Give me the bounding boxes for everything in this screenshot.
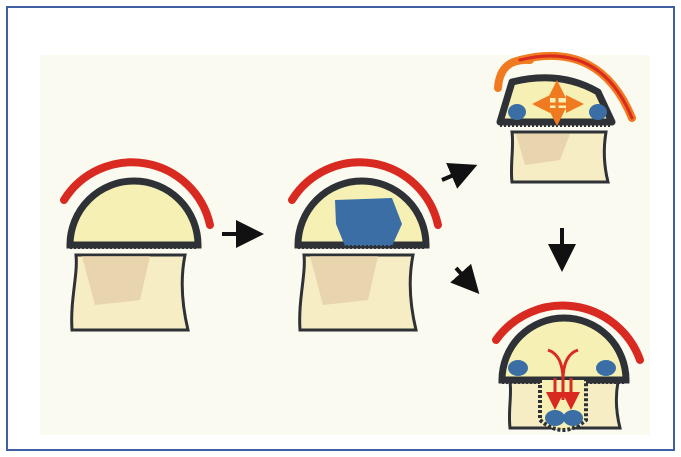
lesion-left-3 <box>508 104 526 120</box>
lesion-left-4 <box>508 360 528 376</box>
lesion-right-4 <box>596 360 616 376</box>
lesion-bottom-left-4 <box>545 410 565 426</box>
necrotic-lesion-2 <box>335 198 402 246</box>
lesion-right-3 <box>589 104 607 120</box>
lesion-bottom-right-4 <box>563 410 583 426</box>
